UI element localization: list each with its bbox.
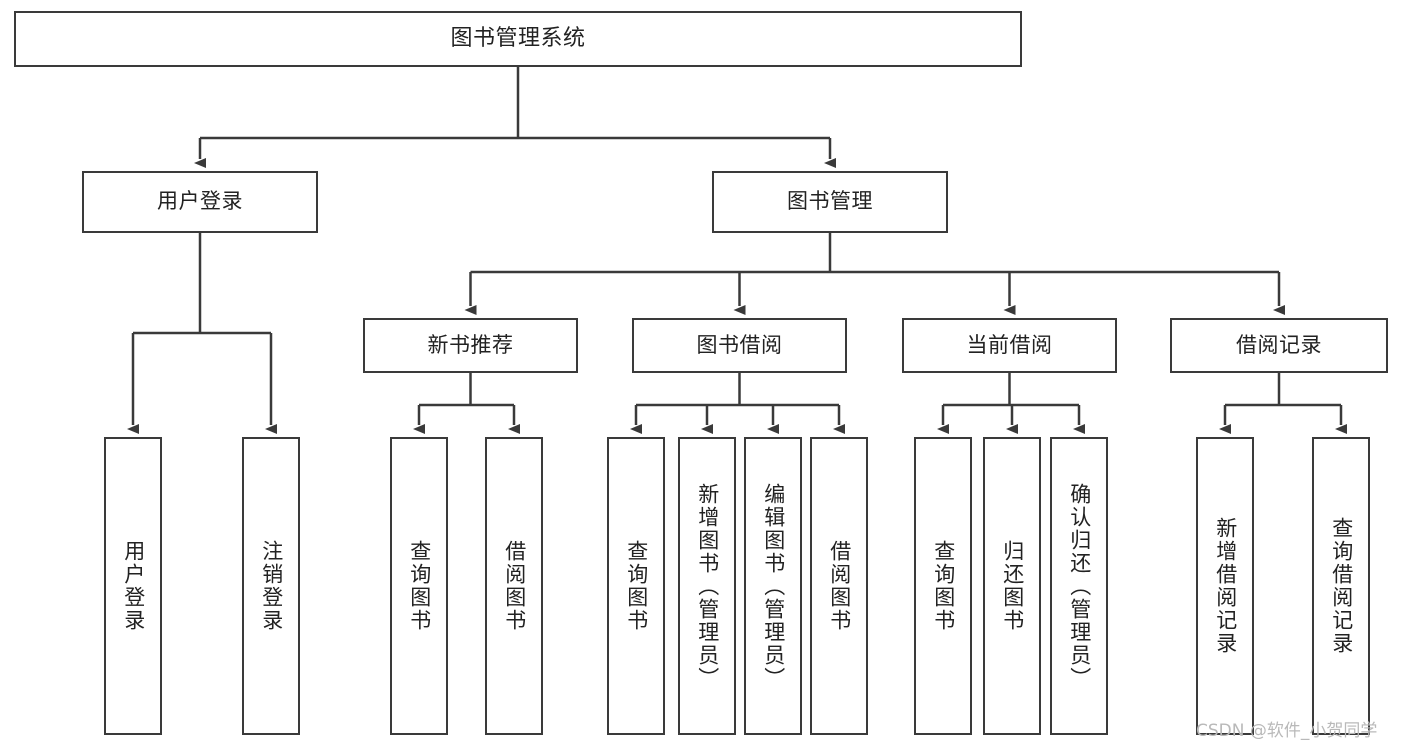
node-borrow-record[interactable]: 借阅记录 (1170, 318, 1388, 373)
node-label: 编辑图书（管理员） (761, 482, 786, 690)
node-label: 借阅记录 (1236, 332, 1322, 357)
node-leaf-logout[interactable]: 注销登录 (242, 437, 300, 735)
node-label: 借阅图书 (502, 540, 527, 632)
node-label: 查询借阅记录 (1329, 517, 1354, 655)
node-label: 新增图书（管理员） (695, 482, 720, 690)
node-leaf-add-record[interactable]: 新增借阅记录 (1196, 437, 1254, 735)
node-label: 查询图书 (624, 540, 649, 632)
node-label: 查询图书 (407, 540, 432, 632)
node-leaf-query-rec[interactable]: 查询借阅记录 (1312, 437, 1370, 735)
node-label: 新书推荐 (427, 332, 514, 357)
node-leaf-query-3[interactable]: 查询图书 (914, 437, 972, 735)
node-leaf-confirm[interactable]: 确认归还（管理员） (1050, 437, 1108, 735)
node-label: 借阅图书 (827, 540, 852, 632)
node-leaf-add-book[interactable]: 新增图书（管理员） (678, 437, 736, 735)
node-label: 图书借阅 (696, 332, 783, 357)
node-user-login[interactable]: 用户登录 (82, 171, 318, 233)
node-leaf-edit-book[interactable]: 编辑图书（管理员） (744, 437, 802, 735)
node-new-book-rec[interactable]: 新书推荐 (363, 318, 578, 373)
node-leaf-borrow-1[interactable]: 借阅图书 (485, 437, 543, 735)
node-label: 图书管理系统 (450, 25, 586, 51)
node-label: 当前借阅 (966, 332, 1053, 357)
node-label: 确认归还（管理员） (1067, 482, 1092, 690)
node-label: 用户登录 (157, 189, 243, 214)
node-label: 新增借阅记录 (1213, 517, 1238, 655)
node-root[interactable]: 图书管理系统 (14, 11, 1022, 67)
node-leaf-query-2[interactable]: 查询图书 (607, 437, 665, 735)
node-label: 查询图书 (931, 540, 956, 632)
node-leaf-borrow-2[interactable]: 借阅图书 (810, 437, 868, 735)
node-current-borrow[interactable]: 当前借阅 (902, 318, 1117, 373)
node-leaf-return[interactable]: 归还图书 (983, 437, 1041, 735)
node-label: 归还图书 (1000, 540, 1025, 632)
node-book-manage[interactable]: 图书管理 (712, 171, 948, 233)
node-leaf-user-login[interactable]: 用户登录 (104, 437, 162, 735)
node-book-borrow[interactable]: 图书借阅 (632, 318, 847, 373)
node-label: 用户登录 (121, 540, 146, 632)
edge-group (127, 67, 1347, 434)
node-leaf-query-1[interactable]: 查询图书 (390, 437, 448, 735)
node-label: 注销登录 (259, 540, 284, 632)
node-label: 图书管理 (787, 189, 873, 214)
